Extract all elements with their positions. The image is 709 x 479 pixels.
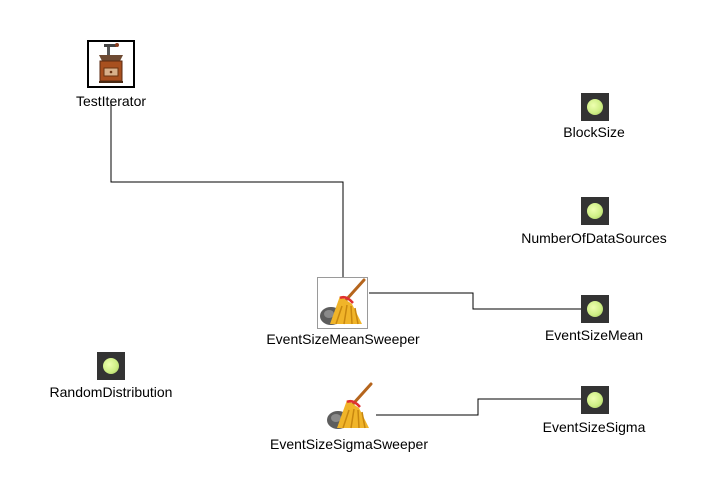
parameter-icon[interactable] xyxy=(581,386,609,414)
node-label: EventSizeSigma xyxy=(542,419,646,435)
node-label: EventSizeMeanSweeper xyxy=(266,331,420,347)
node-label: EventSizeSigmaSweeper xyxy=(270,436,428,452)
connection-eventsizesigmasweeper-to-eventsizesigma[interactable] xyxy=(376,398,581,416)
parameter-icon[interactable] xyxy=(97,352,125,380)
parameter-icon[interactable] xyxy=(581,295,609,323)
node-label: EventSizeMean xyxy=(544,327,644,343)
node-label: TestIterator xyxy=(75,93,147,109)
broom-icon[interactable] xyxy=(324,381,375,433)
node-label: NumberOfDataSources xyxy=(521,230,667,246)
coffee-grinder-icon[interactable] xyxy=(87,40,135,88)
connection-testiterator-to-eventsizemeansweeper[interactable] xyxy=(110,100,344,277)
connection-eventsizemeansweeper-to-eventsizemean[interactable] xyxy=(369,292,581,310)
parameter-icon[interactable] xyxy=(581,93,609,121)
node-label: RandomDistribution xyxy=(49,384,173,400)
broom-icon[interactable] xyxy=(317,277,368,329)
node-label: BlockSize xyxy=(563,124,625,140)
parameter-icon[interactable] xyxy=(581,197,609,225)
